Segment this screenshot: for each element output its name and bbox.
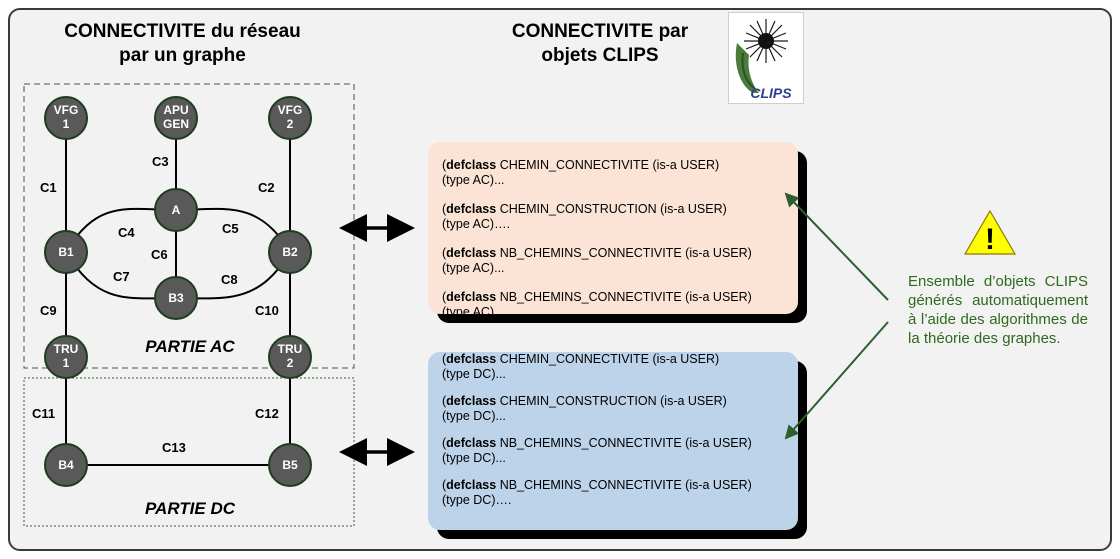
node-b5 — [268, 443, 312, 487]
warning-symbol: ! — [985, 223, 995, 256]
clips-title-line1: CONNECTIVITE par — [511, 21, 689, 42]
node-b2-label: B2 — [282, 245, 298, 259]
node-b2 — [268, 230, 312, 274]
ac-object-entry: (defclass NB_CHEMINS_CONNECTIVITE (is-a … — [442, 246, 752, 275]
dc-object-entry: (defclass NB_CHEMINS_CONNECTIVITE (is-a … — [442, 436, 752, 465]
warning-icon: ! — [962, 208, 1018, 263]
edge-label-c13: C13 — [162, 440, 186, 455]
node-b4-label: B4 — [58, 458, 74, 472]
node-b3-label: B3 — [168, 291, 184, 305]
edge-label-c3: C3 — [152, 154, 169, 169]
clips-section-title: CONNECTIVITE par objets CLIPS — [470, 20, 730, 68]
node-vfg2 — [268, 96, 312, 140]
graph-section-title: CONNECTIVITE du réseau par un graphe — [20, 20, 345, 68]
clips-logo-text: CLIPS — [750, 85, 792, 101]
clips-logo: CLIPS — [728, 12, 804, 104]
clips-title-line2: objets CLIPS — [541, 45, 659, 66]
node-apu-gen — [154, 96, 198, 140]
node-tru2-line2: 2 — [287, 356, 294, 370]
node-b1 — [44, 230, 88, 274]
node-tru1 — [44, 335, 88, 379]
node-tru1-line1: TRU — [54, 342, 79, 356]
edge-label-c10: C10 — [255, 303, 279, 318]
graph-title-line1: CONNECTIVITE du réseau — [64, 21, 301, 42]
dc-clips-objects-box: (defclass CHEMIN_CONNECTIVITE (is-a USER… — [428, 352, 798, 530]
node-vfg1-line2: 1 — [63, 117, 70, 131]
edge-label-c1: C1 — [40, 180, 57, 195]
node-b4 — [44, 443, 88, 487]
ac-object-entry: (defclass NB_CHEMINS_CONNECTIVITE (is-a … — [442, 290, 752, 319]
dc-object-entry: (defclass CHEMIN_CONSTRUCTION (is-a USER… — [442, 394, 727, 423]
node-tru2 — [268, 335, 312, 379]
node-b1-label: B1 — [58, 245, 74, 259]
edge-label-c6: C6 — [151, 247, 168, 262]
dc-object-entry: (defclass NB_CHEMINS_CONNECTIVITE (is-a … — [442, 478, 752, 507]
node-b3 — [154, 276, 198, 320]
edge-label-c5: C5 — [222, 221, 239, 236]
node-tru1-line2: 1 — [63, 356, 70, 370]
edge-label-c9: C9 — [40, 303, 57, 318]
edge-label-c2: C2 — [258, 180, 275, 195]
part-ac-label: PARTIE AC — [145, 337, 235, 356]
node-a — [154, 188, 198, 232]
node-vfg1 — [44, 96, 88, 140]
edge-label-c8: C8 — [221, 272, 238, 287]
ac-object-entry: (defclass CHEMIN_CONSTRUCTION (is-a USER… — [442, 202, 727, 231]
ac-object-entry: (defclass CHEMIN_CONNECTIVITE (is-a USER… — [442, 158, 720, 187]
dc-object-entry: (defclass CHEMIN_CONNECTIVITE (is-a USER… — [442, 352, 720, 381]
node-tru2-line1: TRU — [278, 342, 303, 356]
edge-label-c4: C4 — [118, 225, 135, 240]
edge-label-c7: C7 — [113, 269, 130, 284]
ac-clips-objects-box: (defclass CHEMIN_CONNECTIVITE (is-a USER… — [428, 142, 798, 319]
node-apu-gen-line2: GEN — [163, 117, 189, 131]
node-vfg2-line2: 2 — [287, 117, 294, 131]
node-vfg1-line1: VFG — [54, 103, 79, 117]
node-a-label: A — [172, 203, 181, 217]
edge-label-c11: C11 — [32, 406, 55, 421]
node-apu-gen-line1: APU — [163, 103, 188, 117]
part-dc-label: PARTIE DC — [145, 499, 236, 518]
node-vfg2-line1: VFG — [278, 103, 303, 117]
note-text: Ensemble d’objets CLIPS générés automati… — [908, 273, 1088, 347]
graph-title-line2: par un graphe — [119, 45, 246, 66]
node-b5-label: B5 — [282, 458, 298, 472]
edge-label-c12: C12 — [255, 406, 279, 421]
